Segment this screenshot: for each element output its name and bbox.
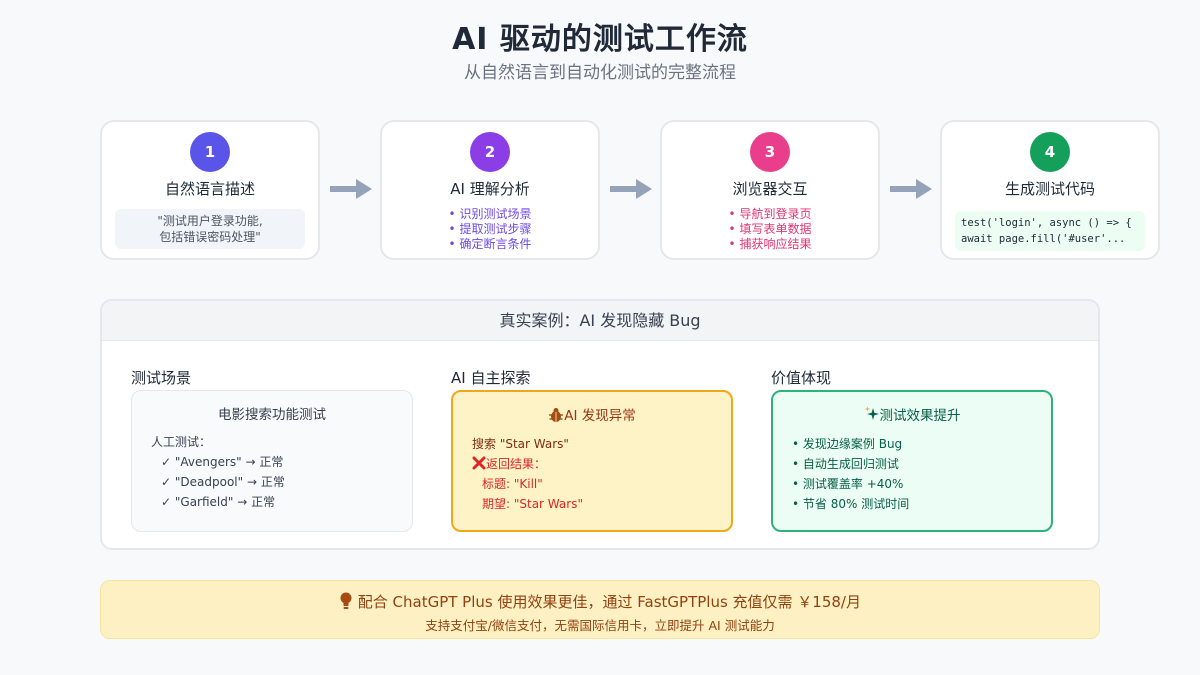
step-number-badge: 4 [1030,132,1070,172]
promo-banner: 配合 ChatGPT Plus 使用效果更佳，通过 FastGPTPlus 充值… [100,580,1100,639]
sparkles-icon [864,406,879,420]
value-line: • 节省 80% 测试时间 [792,497,910,511]
code-line: test('login', async () => { [961,217,1132,229]
step-note: "测试用户登录功能, 包括错误密码处理" [115,209,305,249]
step-bullets: • 导航到登录页 • 填写表单数据 • 捕获响应结果 [662,207,878,252]
explore-lines: 搜索 "Star Wars" 返回结果： 标题: "Kill" 期望: "Sta… [453,434,731,514]
arrow-right-icon [610,179,652,199]
explore-box-title: AI 发现异常 [564,408,636,424]
bullet-item: • 提取测试步骤 [448,222,532,236]
expected-line: 期望: "Star Wars" [482,497,583,511]
case-study-panel: 真实案例：AI 发现隐藏 Bug 测试场景 AI 自主探索 价值体现 电影搜索功… [100,299,1100,550]
bullet-item: • 捕获响应结果 [728,237,812,251]
scenario-line: 人工测试： [151,435,212,449]
explore-box: AI 发现异常 搜索 "Star Wars" 返回结果： 标题: "Kill" … [451,390,733,532]
bullet-item: • 填写表单数据 [728,222,812,236]
bullet-item: • 识别测试场景 [448,207,532,221]
step-title: 浏览器交互 [732,180,808,198]
scenario-lines: 人工测试： ✓ "Avengers" → 正常 ✓ "Deadpool" → 正… [132,432,412,512]
step-number-badge: 3 [750,132,790,172]
result-label: 返回结果： [486,457,547,471]
step-card-4: 4 生成测试代码 test('login', async () => { awai… [940,120,1160,260]
step-card-2: 2 AI 理解分析 • 识别测试场景 • 提取测试步骤 • 确定断言条件 [380,120,600,260]
step-number-badge: 2 [470,132,510,172]
search-line: 搜索 "Star Wars" [472,437,569,451]
step-bullets: • 识别测试场景 • 提取测试步骤 • 确定断言条件 [382,207,598,252]
note-line: 包括错误密码处理" [159,230,261,244]
scenario-box-title: 电影搜索功能测试 [218,407,326,423]
code-line: await page.fill('#user'... [961,233,1126,245]
page-subtitle: 从自然语言到自动化测试的完整流程 [464,63,736,83]
bullet-item: • 导航到登录页 [728,207,812,221]
scenario-box: 电影搜索功能测试 人工测试： ✓ "Avengers" → 正常 ✓ "Dead… [131,390,413,532]
code-snippet: test('login', async () => { await page.fi… [955,211,1145,251]
promo-text: 配合 ChatGPT Plus 使用效果更佳，通过 FastGPTPlus 充值… [357,593,861,611]
step-title: AI 理解分析 [450,180,530,198]
promo-line-1: 配合 ChatGPT Plus 使用效果更佳，通过 FastGPTPlus 充值… [101,591,1099,612]
value-line: • 测试覆盖率 +40% [792,477,904,491]
step-card-3: 3 浏览器交互 • 导航到登录页 • 填写表单数据 • 捕获响应结果 [660,120,880,260]
value-box-heading: 测试效果提升 [773,404,1051,424]
value-box: 测试效果提升 • 发现边缘案例 Bug • 自动生成回归测试 • 测试覆盖率 +… [771,390,1053,532]
arrow-right-icon [330,179,372,199]
note-line: "测试用户登录功能, [157,214,263,228]
page-title: AI 驱动的测试工作流 [452,22,748,57]
lightbulb-icon [340,592,352,609]
value-line: • 发现边缘案例 Bug [792,437,903,451]
explore-box-heading: AI 发现异常 [453,404,731,424]
value-line: • 自动生成回归测试 [792,457,899,471]
cross-mark-icon [472,456,486,470]
step-title: 自然语言描述 [164,180,255,198]
scenario-line: ✓ "Avengers" → 正常 [161,455,284,469]
step-title: 生成测试代码 [1004,180,1095,198]
result-row: 返回结果： [472,454,731,474]
bug-icon [549,408,564,422]
promo-line-2: 支持支付宝/微信支付，无需国际信用卡，立即提升 AI 测试能力 [425,618,775,633]
bullet-item: • 确定断言条件 [448,237,532,251]
step-number-badge: 1 [190,132,230,172]
step-card-1: 1 自然语言描述 "测试用户登录功能, 包括错误密码处理" [100,120,320,260]
case-study-header: 真实案例：AI 发现隐藏 Bug [102,301,1098,341]
actual-line: 标题: "Kill" [482,477,543,491]
value-title: 价值体现 [771,369,832,387]
explore-title: AI 自主探索 [451,369,531,387]
arrow-right-icon [890,179,932,199]
scenario-line: ✓ "Garfield" → 正常 [161,495,276,509]
scenario-line: ✓ "Deadpool" → 正常 [161,475,285,489]
value-lines: • 发现边缘案例 Bug • 自动生成回归测试 • 测试覆盖率 +40% • 节… [773,434,1051,514]
scenario-title: 测试场景 [131,369,192,387]
value-box-title: 测试效果提升 [879,408,961,424]
